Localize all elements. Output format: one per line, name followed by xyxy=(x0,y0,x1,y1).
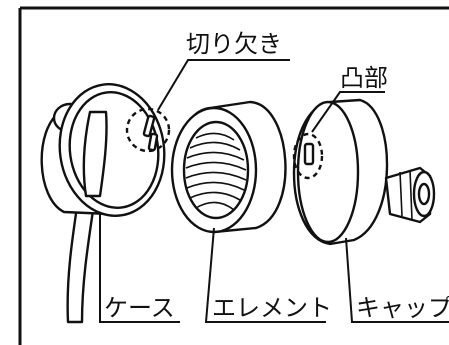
protrusion-leader xyxy=(311,91,385,133)
element-part xyxy=(170,100,287,234)
cap-leader xyxy=(345,237,449,323)
cap-fitting xyxy=(384,166,436,224)
case-hose xyxy=(66,198,96,324)
label-notch: 切り欠き xyxy=(186,30,282,58)
case-part xyxy=(40,83,166,324)
label-case: ケース xyxy=(104,294,175,322)
element-leader xyxy=(204,227,326,323)
cap-part xyxy=(292,98,436,246)
label-protrusion: 凸部 xyxy=(340,64,388,92)
protrusion-callout-circle xyxy=(292,132,324,180)
notch-callout-circle xyxy=(125,107,171,153)
cap-protrusion xyxy=(303,142,315,166)
element-pleats xyxy=(185,132,247,211)
notch-leader xyxy=(157,59,290,111)
case-leader xyxy=(99,214,180,323)
figure-frame xyxy=(18,6,449,345)
cap-front-rim xyxy=(296,100,360,244)
label-element: エレメント xyxy=(212,294,332,322)
label-cap: キャップ xyxy=(356,294,449,322)
case-handle xyxy=(82,110,108,198)
